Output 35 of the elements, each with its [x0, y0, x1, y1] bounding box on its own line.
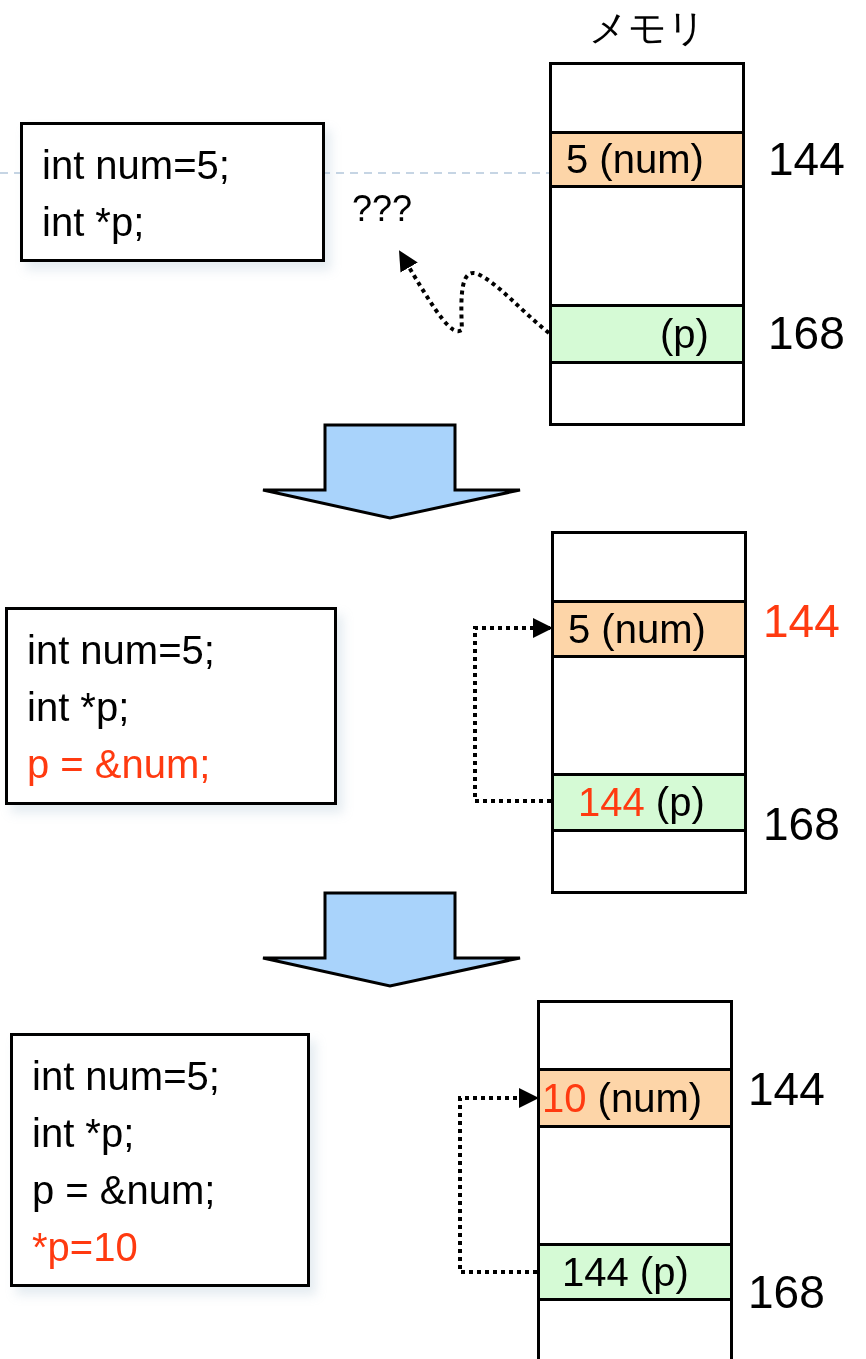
code-line: int *p;: [42, 199, 146, 246]
code-box: [5, 607, 337, 805]
arrow: [473, 618, 553, 803]
cell-label: (p): [660, 311, 709, 357]
memory-cell: [537, 1243, 733, 1301]
memory-cell: [549, 131, 745, 188]
column-heading: メモリ: [587, 6, 707, 51]
address-label: 144: [748, 1062, 825, 1116]
code-line: int num=5;: [27, 627, 216, 674]
code-line: int num=5;: [32, 1053, 221, 1100]
arrow: [458, 1088, 539, 1274]
memory-cell: [549, 304, 745, 364]
code-box: [10, 1033, 310, 1287]
code-line: *p=10: [32, 1224, 139, 1271]
memory-cell: [551, 600, 747, 658]
arrow: [398, 250, 551, 335]
cell-label: 144 (p): [578, 780, 705, 825]
code-line: int num=5;: [42, 142, 231, 189]
code-line: int *p;: [32, 1110, 136, 1157]
cell-label: 5 (num): [568, 606, 706, 652]
question-marks: ???: [352, 188, 442, 232]
cell-label: 10 (num): [542, 1075, 703, 1121]
address-label: 168: [768, 306, 845, 360]
address-label: 168: [763, 797, 840, 851]
address-label: 168: [748, 1265, 825, 1319]
address-label: 144: [763, 594, 840, 648]
code-line: p = &num;: [32, 1167, 217, 1214]
code-box: [20, 122, 325, 262]
address-label: 144: [768, 132, 845, 186]
code-line: p = &num;: [27, 741, 212, 788]
cell-label: 5 (num): [566, 137, 704, 182]
code-line: int *p;: [27, 684, 131, 731]
memory-cell: [537, 1068, 733, 1128]
memory-cell: [551, 773, 747, 832]
cell-label: 144 (p): [562, 1249, 689, 1295]
